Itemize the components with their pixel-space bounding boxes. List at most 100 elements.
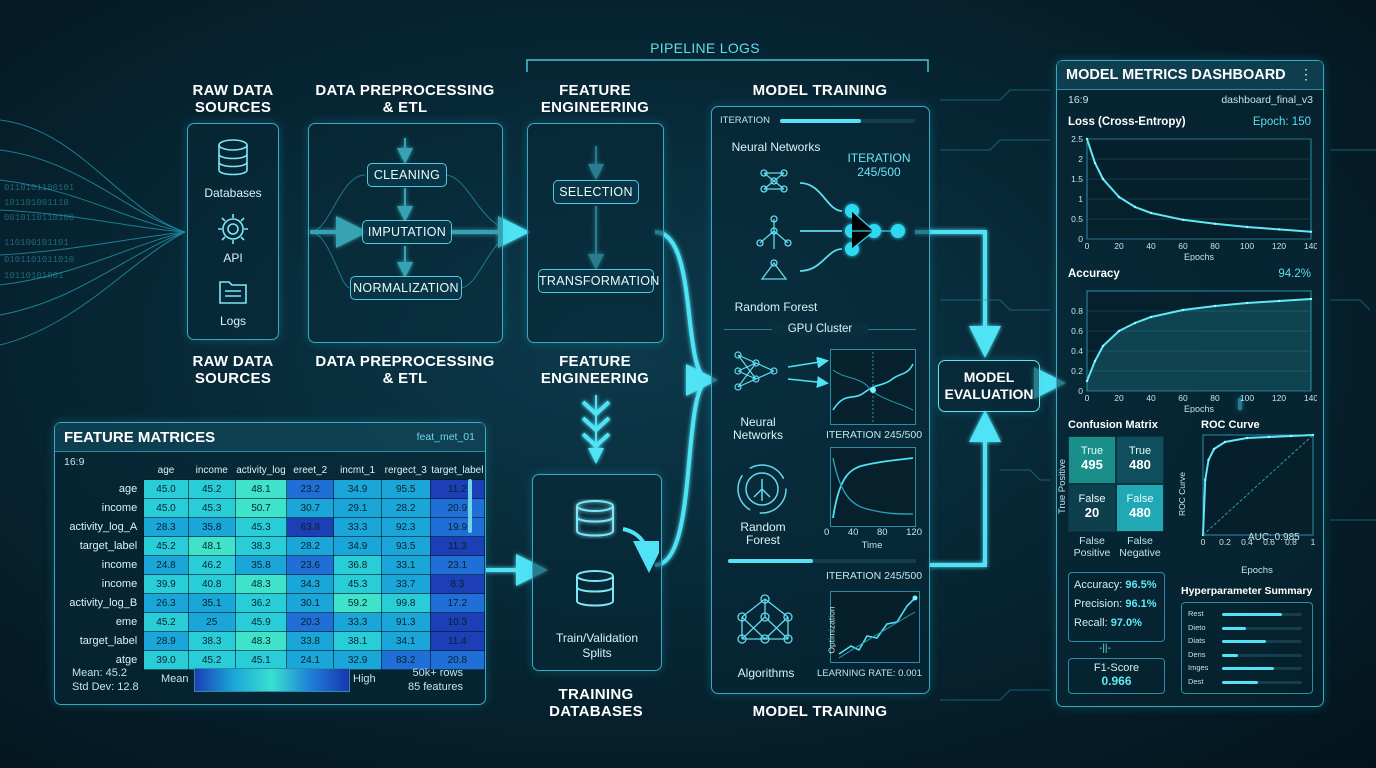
hyper-fill — [1222, 640, 1266, 643]
data-point — [1212, 447, 1216, 451]
epoch-label: Epoch: 150 — [1252, 116, 1311, 128]
x-tick-label: 120 — [1272, 241, 1286, 251]
optimization-axis-label: Optimization — [826, 606, 837, 654]
iteration-bar-label: ITERATION — [720, 115, 770, 126]
x-tick-label: 60 — [1178, 241, 1188, 251]
matrix-cell: 11.2 — [429, 479, 486, 499]
dashboard-file: dashboard_final_v3 — [1221, 94, 1313, 106]
matrix-cell: 33.3 — [333, 517, 382, 537]
x-tick-label: 0 — [1201, 537, 1206, 547]
data-point — [1117, 329, 1121, 333]
matrix-stats: Mean: 45.2 Std Dev: 12.8 — [72, 666, 139, 694]
matrix-cell: 36.8 — [333, 555, 382, 575]
data-point — [1213, 222, 1217, 225]
svg-text:10110101001: 10110101001 — [4, 271, 63, 281]
matrix-cell: 26.3 — [143, 593, 189, 613]
kebab-menu-icon[interactable]: ⋮ — [1299, 66, 1313, 82]
dashboard-titlebar — [1057, 61, 1323, 90]
data-point — [1101, 177, 1105, 181]
data-point — [1181, 308, 1185, 312]
pipeline-logs-title: PIPELINE LOGS — [650, 40, 760, 56]
x-tick-label: 80 — [1210, 393, 1220, 403]
hyper-label: Dens — [1188, 649, 1206, 659]
hyper-title: Hyperparameter Summary — [1181, 585, 1313, 597]
data-point — [1204, 478, 1207, 482]
split-arrow-icon — [622, 527, 659, 573]
hyper-track — [1222, 613, 1302, 616]
gpu-forest-icon — [737, 464, 787, 514]
data-point — [1101, 344, 1105, 348]
x-tick-label: 0 — [1085, 241, 1090, 251]
y-tick-label: 0 — [1078, 234, 1083, 244]
x-tick-label: 140 — [1304, 393, 1317, 403]
hyper-track — [1222, 626, 1302, 630]
matrix-cell: 46.2 — [187, 555, 236, 575]
matrix-cell: 23.1 — [429, 555, 486, 575]
matrix-scrollbar[interactable] — [468, 479, 472, 533]
matrix-cell: 29.1 — [333, 498, 382, 518]
gpu-chart-2 — [830, 447, 916, 527]
matrix-cell: 93.5 — [380, 536, 431, 556]
raw-sources-panel: Databases API Logs — [187, 123, 279, 340]
iteration-top-label: ITERATION 245/500 — [847, 151, 911, 179]
data-point — [1245, 225, 1249, 229]
matrix-cell: 35.1 — [187, 593, 236, 613]
data-point — [1277, 228, 1281, 231]
metrics-box: Accuracy: 96.5% Precision: 96.1% Recall:… — [1068, 572, 1165, 642]
matrix-cell: 34.3 — [286, 574, 335, 594]
matrix-cell: 45.1 — [234, 650, 288, 670]
time-tick: 120 — [906, 527, 922, 538]
x-tick-label: 1 — [1311, 537, 1316, 547]
matrix-cell: 36.2 — [234, 593, 288, 613]
matrix-cell: 45.2 — [187, 479, 236, 499]
x-tick-label: 120 — [1272, 393, 1286, 403]
hyper-fill — [1222, 626, 1246, 630]
x-tick-label: 0.2 — [1219, 537, 1231, 547]
matrix-cell: 48.3 — [234, 574, 288, 594]
y-tick-label: 0 — [1078, 386, 1083, 396]
data-point — [1093, 359, 1097, 363]
confusion-title: Confusion Matrix — [1068, 419, 1158, 431]
matrix-cell: 45.0 — [143, 498, 189, 518]
matrix-cell: 20.3 — [286, 612, 335, 632]
matrix-row-label: income — [101, 559, 138, 571]
model-training-panel: ITERATION Neural Networks ITERATION 245/… — [711, 106, 930, 694]
gpu-forest-label: Random Forest — [740, 520, 786, 547]
matrix-cell: 23.6 — [286, 555, 335, 575]
metric-recall: Recall: 97.0% — [1074, 617, 1142, 629]
metric-accuracy: Accuracy: 96.5% — [1074, 579, 1157, 591]
matrix-cell: 33.3 — [333, 612, 382, 632]
hyper-track — [1222, 640, 1302, 643]
svg-text:101101001110: 101101001110 — [4, 198, 69, 208]
time-axis-label: Time — [861, 540, 883, 551]
y-tick-label: 0.5 — [1071, 214, 1083, 224]
feature-engineering-header: FEATURE ENGINEERING — [540, 82, 650, 116]
train-validation-label: Train/Validation Splits — [555, 631, 639, 660]
iteration-mid-label: ITERATION 245/500 — [825, 429, 923, 441]
gpu-cluster-label: GPU Cluster — [772, 323, 868, 335]
x-tick-label: 0.6 — [1263, 537, 1275, 547]
x-tick-label: 20 — [1114, 241, 1124, 251]
source-api-label: API — [223, 251, 243, 265]
roc-title: ROC Curve — [1201, 419, 1260, 431]
matrix-column-header: ereet_2 — [293, 464, 328, 476]
model-evaluation-node[interactable]: MODEL EVALUATION — [938, 360, 1040, 412]
matrix-mean: Mean: 45.2 — [72, 667, 128, 679]
data-point — [1223, 440, 1227, 444]
matrix-cell: 28.9 — [143, 631, 189, 651]
matrix-cell: 48.1 — [234, 479, 288, 499]
gpu-flow-arrows — [787, 357, 829, 389]
raw-sources-footer: RAW DATA SOURCES — [192, 353, 274, 387]
svg-text:0110101100101: 0110101100101 — [4, 183, 74, 193]
matrix-cell: 28.3 — [143, 517, 189, 537]
matrix-cell: 48.3 — [234, 631, 288, 651]
legend-low-label: Mean — [161, 673, 189, 685]
